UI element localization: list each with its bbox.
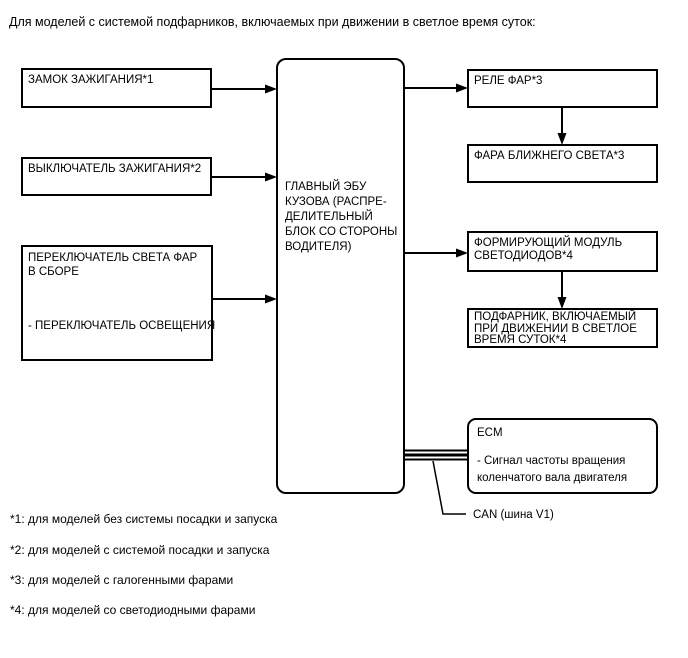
arrow-ignition-lock-to-ecu	[210, 84, 277, 94]
ecm-description: - Сигнал частоты вращения коленчатого ва…	[477, 455, 628, 484]
arrow-ecu-to-led-module	[403, 248, 468, 258]
box-ignition-lock: ЗАМОК ЗАЖИГАНИЯ*1	[21, 68, 212, 108]
box-label: ФОРМИРУЮЩИЙ МОДУЛЬ СВЕТОДИОДОВ*4	[474, 237, 623, 262]
box-label: ФАРА БЛИЖНЕГО СВЕТА*3	[474, 150, 625, 162]
page-title: Для моделей с системой подфарников, вклю…	[9, 15, 536, 29]
arrow-dimmer-switch-to-ecu	[211, 294, 277, 304]
box-label: ПЕРЕКЛЮЧАТЕЛЬ СВЕТА ФАР В СБОРЕ	[28, 252, 198, 278]
can-leader-line	[432, 460, 466, 515]
ecm-title: ECM	[477, 427, 503, 439]
arrow-relay-to-low-beam	[557, 106, 567, 145]
box-headlight-dimmer-switch: ПЕРЕКЛЮЧАТЕЛЬ СВЕТА ФАР В СБОРЕ - ПЕРЕКЛ…	[21, 245, 216, 361]
box-low-beam-headlight: ФАРА БЛИЖНЕГО СВЕТА*3	[467, 144, 658, 183]
box-label: ВЫКЛЮЧАТЕЛЬ ЗАЖИГАНИЯ*2	[28, 163, 202, 175]
box-label: ПОДФАРНИК, ВКЛЮЧАЕМЫЙ ПРИ ДВИЖЕНИИ В СВЕ…	[474, 311, 637, 346]
arrow-ecu-to-headlight-relay	[403, 83, 468, 93]
footnote-2: *2: для моделей с системой посадки и зап…	[10, 543, 270, 557]
box-ignition-switch: ВЫКЛЮЧАТЕЛЬ ЗАЖИГАНИЯ*2	[21, 157, 212, 196]
box-led-driver-module: ФОРМИРУЮЩИЙ МОДУЛЬ СВЕТОДИОДОВ*4	[467, 231, 658, 272]
box-ecm: ECM - Сигнал частоты вращения коленчатог…	[467, 418, 658, 494]
box-label: ГЛАВНЫЙ ЭБУ КУЗОВА (РАСПРЕ- ДЕЛИТЕЛЬНЫЙ …	[285, 181, 398, 253]
box-daytime-running-light: ПОДФАРНИК, ВКЛЮЧАЕМЫЙ ПРИ ДВИЖЕНИИ В СВЕ…	[467, 308, 658, 348]
can-bus-lines	[404, 449, 468, 461]
box-main-body-ecu: ГЛАВНЫЙ ЭБУ КУЗОВА (РАСПРЕ- ДЕЛИТЕЛЬНЫЙ …	[276, 58, 405, 494]
can-bus-label: CAN (шина V1)	[473, 509, 554, 521]
arrow-led-module-to-drl	[557, 270, 567, 309]
arrow-ignition-switch-to-ecu	[210, 172, 277, 182]
box-sublabel: - ПЕРЕКЛЮЧАТЕЛЬ ОСВЕЩЕНИЯ	[28, 320, 216, 332]
footnote-3: *3: для моделей с галогенными фарами	[10, 573, 234, 587]
footnote-1: *1: для моделей без системы посадки и за…	[10, 512, 278, 526]
box-headlight-relay: РЕЛЕ ФАР*3	[467, 69, 658, 108]
footnote-4: *4: для моделей со светодиодными фарами	[10, 603, 256, 617]
box-label: РЕЛЕ ФАР*3	[474, 75, 543, 87]
box-label: ЗАМОК ЗАЖИГАНИЯ*1	[28, 74, 154, 86]
